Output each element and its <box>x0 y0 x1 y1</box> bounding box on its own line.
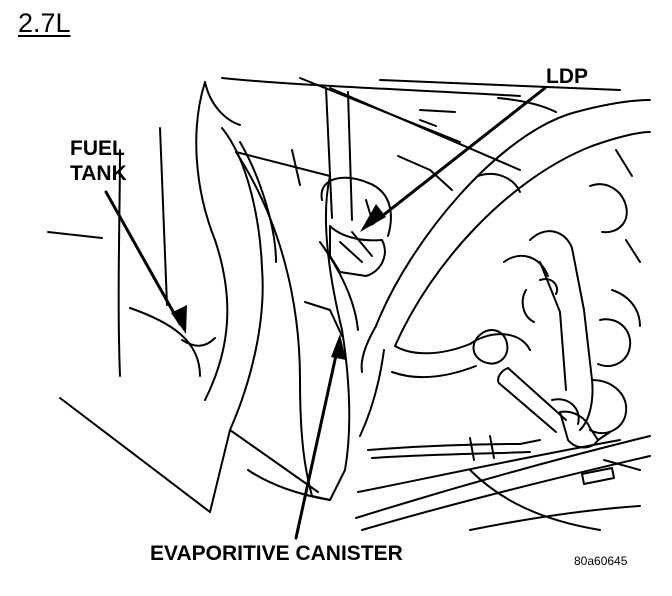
fuel-tank-arrow-head <box>171 305 187 334</box>
suspension <box>472 183 641 435</box>
engine-label: 2.7L <box>18 8 71 38</box>
fuel-tank-label-line2: TANK <box>70 162 127 185</box>
canister-label: EVAPORITIVE CANISTER <box>150 542 403 565</box>
figure-id: 80a60645 <box>574 554 628 568</box>
strut <box>497 367 611 449</box>
ldp-leader-arrow <box>370 86 547 226</box>
canister-leader-arrow <box>294 344 340 540</box>
evaporative-canister <box>229 151 359 501</box>
wheel-arch <box>360 99 651 379</box>
frame-rails <box>204 77 621 191</box>
leader-lines <box>104 86 547 540</box>
canister-arrow-head <box>331 334 346 360</box>
background-components <box>359 119 641 531</box>
ldp-arrow-head <box>360 204 386 232</box>
fuel-tank-leader-arrow <box>104 190 182 326</box>
cables <box>355 435 651 531</box>
fuel-tank-label-line1: FUEL <box>70 137 125 160</box>
ldp-label: LDP <box>546 65 588 88</box>
leak-detection-pump <box>320 87 392 277</box>
